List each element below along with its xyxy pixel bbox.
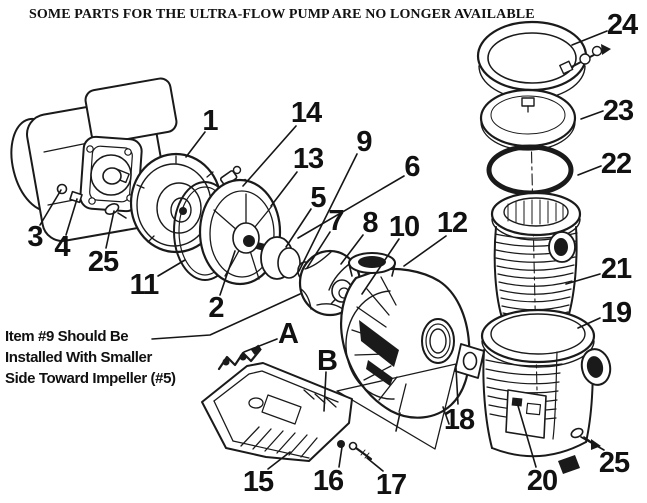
part-callout-14: 14 [291,97,322,129]
part-callout-18: 18 [444,404,475,436]
leader-line-2 [219,250,236,296]
part-callout-21: 21 [601,253,632,285]
part-callout-23: 23 [603,95,634,127]
part-callout-5: 5 [310,182,326,214]
part-callout-25: 25 [88,246,119,278]
leader-line-A [243,338,278,353]
leader-line-19 [577,317,601,329]
volute-gasket-drawing [454,343,485,379]
part-callout-3: 3 [27,221,43,253]
diffuser-drawing [198,178,282,286]
leader-line-9 [298,153,358,272]
page-title: SOME PARTS FOR THE ULTRA-FLOW PUMP ARE N… [29,7,535,22]
part-callout-13: 13 [293,143,324,175]
part-callout-7: 7 [328,205,343,237]
leader-line-25 [580,436,605,451]
note-line: Installed With Smaller [5,349,152,366]
leader-line-23 [580,110,604,120]
note-line: Item #9 Should Be [5,328,129,345]
part-callout-19: 19 [601,297,632,329]
part-callout-4: 4 [54,231,70,263]
leader-line-18 [455,367,459,405]
leader-line-5 [285,208,312,248]
note-line: Side Toward Impeller (#5) [5,370,176,387]
clamp-ring-drawing [476,20,611,100]
part-callout-6: 6 [404,151,420,183]
leader-line-12 [403,235,447,267]
part-callout-1: 1 [202,105,218,137]
volute-housing-drawing [340,252,471,432]
part-callout-9: 9 [356,126,372,158]
leader-line-1 [185,131,206,158]
note-leader-line [151,293,301,340]
leader-line-3 [39,189,62,226]
strainer-pot-drawing [480,308,612,474]
leader-line-16 [338,446,343,468]
leader-line-21 [565,273,601,285]
leader-line-8 [340,234,364,265]
part-callout-A: A [278,318,299,350]
part-callout-17: 17 [376,469,406,501]
base-drawing [201,344,457,462]
part-callout-8: 8 [362,207,378,239]
leader-line-14 [242,125,297,187]
part-callout-12: 12 [437,207,467,239]
part-callout-11: 11 [130,269,160,301]
leader-line-7 [306,231,331,269]
leader-line-11 [157,259,186,277]
leader-line-20 [515,398,537,468]
leader-line-10 [361,238,400,295]
leader-line-24 [571,30,608,46]
part-callout-16: 16 [313,465,344,497]
leader-line-13 [270,171,298,207]
part-callout-10: 10 [389,211,419,243]
installation-note: Item #9 Should Be Installed With Smaller… [5,326,176,389]
strainer-basket-drawing [490,191,582,328]
leader-line-B [323,371,327,412]
part-callout-B: B [317,345,337,377]
part-callout-24: 24 [607,9,638,41]
part-callout-20: 20 [527,465,557,497]
leader-line-25 [105,210,115,249]
lid-oring-drawing [486,144,574,196]
leader-line-15 [267,451,291,470]
part-callout-15: 15 [243,466,274,498]
leader-line-17 [366,457,384,472]
leader-line-4 [65,198,78,236]
part-callout-2: 2 [208,292,223,324]
part-callout-25: 25 [599,447,630,479]
leader-line-22 [577,165,602,176]
lid-drawing [479,88,577,151]
leader-line-6 [297,175,405,239]
part-callout-22: 22 [601,148,631,180]
